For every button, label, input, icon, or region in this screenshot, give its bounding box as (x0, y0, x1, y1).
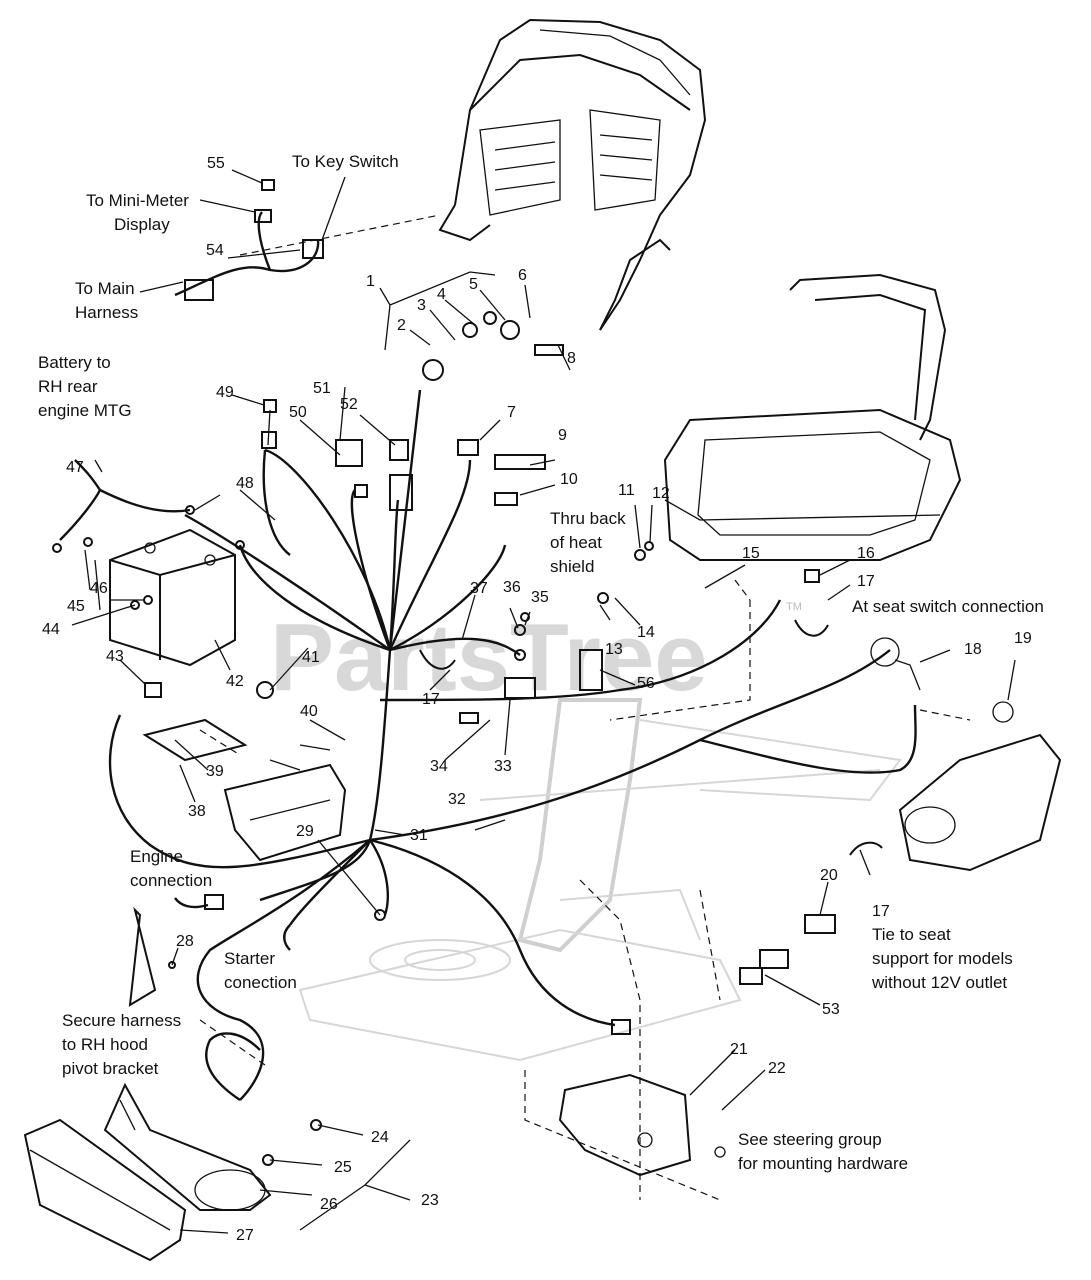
text-labels: To Key Switch To Mini-Meter Display To M… (38, 152, 1044, 1173)
callout-9: 9 (558, 427, 567, 444)
steering-bracket-drawing (524, 1070, 726, 1201)
callout-39: 39 (206, 763, 224, 780)
callout-43: 43 (106, 648, 124, 665)
label-steering-line2: for mounting hardware (738, 1154, 908, 1173)
callout-31: 31 (410, 827, 428, 844)
callout-33: 33 (494, 758, 512, 775)
callout-16: 16 (857, 545, 875, 562)
label-tie-seat-line1: Tie to seat (872, 925, 951, 944)
label-to-mini-meter-line1: To Mini-Meter (86, 191, 189, 210)
label-steering-line1: See steering group (738, 1130, 882, 1149)
callout-numbers: 1 2 3 4 5 6 7 8 9 10 11 12 13 14 15 16 1… (42, 155, 1032, 1244)
callout-10: 10 (560, 471, 578, 488)
callout-11: 11 (618, 482, 635, 499)
label-secure-harness-line2: to RH hood (62, 1035, 148, 1054)
connector-blocks (52, 179, 883, 1166)
label-to-mini-meter-line2: Display (114, 215, 170, 234)
label-secure-harness-line1: Secure harness (62, 1011, 181, 1030)
callout-12: 12 (652, 485, 670, 502)
tractor-frame-ghost (298, 698, 902, 1062)
callout-37: 37 (470, 580, 488, 597)
label-tie-seat-line3: without 12V outlet (871, 973, 1007, 992)
label-to-main-harness-line2: Harness (75, 303, 138, 322)
callout-14: 14 (637, 624, 655, 641)
label-heat-shield-line2: of heat (550, 533, 602, 552)
callout-15: 15 (742, 545, 760, 562)
label-heat-shield-line3: shield (550, 557, 594, 576)
main-harness-wires (59, 211, 917, 1101)
callout-3: 3 (417, 297, 426, 314)
callout-5: 5 (469, 276, 478, 293)
label-heat-shield-line1: Thru back (550, 509, 626, 528)
callout-34: 34 (430, 758, 448, 775)
label-to-main-harness-line1: To Main (75, 279, 135, 298)
label-engine-connection-line2: connection (130, 871, 212, 890)
callout-22: 22 (768, 1060, 786, 1077)
callout-25: 25 (334, 1159, 352, 1176)
callout-23: 23 (421, 1192, 439, 1209)
callout-17-tie: 17 (872, 903, 890, 920)
callout-35: 35 (531, 589, 549, 606)
label-starter-connection-line1: Starter (224, 949, 275, 968)
bracket-drawing (142, 718, 347, 862)
callout-36: 36 (503, 579, 521, 596)
seat-pan-drawing (870, 637, 1062, 872)
label-to-key-switch: To Key Switch (292, 152, 399, 171)
callout-17-seat: 17 (857, 573, 875, 590)
callout-17-left: 17 (422, 691, 440, 708)
callout-1: 1 (366, 273, 375, 290)
callout-48: 48 (236, 475, 254, 492)
callout-53: 53 (822, 1001, 840, 1018)
watermark: PartsTree (270, 604, 708, 711)
callout-6: 6 (518, 267, 527, 284)
callout-8: 8 (567, 350, 576, 367)
callout-44: 44 (42, 621, 60, 638)
callout-54: 54 (206, 242, 224, 259)
callout-19: 19 (1014, 630, 1032, 647)
callout-27: 27 (236, 1227, 254, 1244)
callout-4: 4 (437, 286, 446, 303)
label-seat-switch: At seat switch connection (852, 597, 1044, 616)
callout-38: 38 (188, 803, 206, 820)
callout-41: 41 (302, 649, 320, 666)
dash-panel-drawing (438, 18, 707, 331)
callout-32: 32 (448, 791, 466, 808)
seat-drawing (663, 273, 962, 561)
trademark-mark: TM (786, 601, 802, 613)
label-battery-line3: engine MTG (38, 401, 132, 420)
callout-26: 26 (320, 1196, 338, 1213)
leader-lines (71, 169, 1016, 1234)
callout-29: 29 (296, 823, 314, 840)
callout-52: 52 (340, 396, 358, 413)
battery-drawing (109, 528, 236, 667)
callout-7: 7 (507, 404, 516, 421)
callout-56: 56 (637, 675, 655, 692)
callout-28: 28 (176, 933, 194, 950)
callout-2: 2 (397, 317, 406, 334)
callout-40: 40 (300, 703, 318, 720)
label-tie-seat-line2: support for models (872, 949, 1013, 968)
callout-24: 24 (371, 1129, 389, 1146)
callout-49: 49 (216, 384, 234, 401)
callout-42: 42 (226, 673, 244, 690)
label-secure-harness-line3: pivot bracket (62, 1059, 159, 1078)
callout-20: 20 (820, 867, 838, 884)
label-starter-connection-line2: conection (224, 973, 297, 992)
callout-55: 55 (207, 155, 225, 172)
callout-21: 21 (730, 1041, 748, 1058)
hood-grille-drawing (23, 1082, 272, 1262)
callout-50: 50 (289, 404, 307, 421)
callout-13: 13 (605, 641, 623, 658)
label-engine-connection-line1: Engine (130, 847, 183, 866)
label-battery-line1: Battery to (38, 353, 111, 372)
callout-51: 51 (313, 380, 331, 397)
label-battery-line2: RH rear (38, 377, 98, 396)
callout-18: 18 (964, 641, 982, 658)
callout-46: 46 (90, 580, 108, 597)
callout-45: 45 (67, 598, 85, 615)
callout-47: 47 (66, 459, 84, 476)
